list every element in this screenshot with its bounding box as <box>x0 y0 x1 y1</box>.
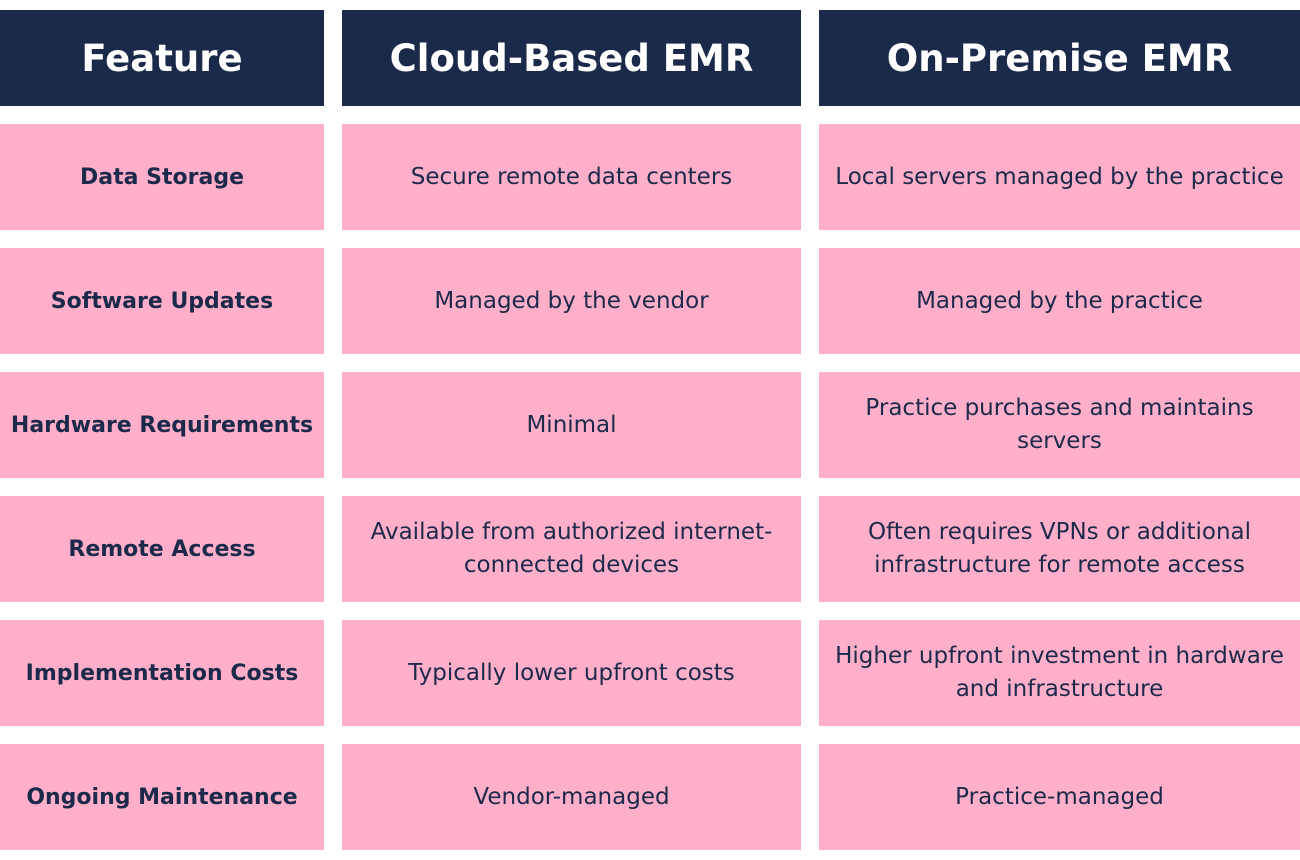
row-feature-data-storage: Data Storage <box>0 124 324 230</box>
row-onprem-software-updates: Managed by the practice <box>819 248 1300 354</box>
row-onprem-remote-access: Often requires VPNs or additional infras… <box>819 496 1300 602</box>
header-cloud-based-emr: Cloud-Based EMR <box>342 10 801 106</box>
row-feature-hardware-requirements: Hardware Requirements <box>0 372 324 478</box>
header-feature: Feature <box>0 10 324 106</box>
row-onprem-data-storage: Local servers managed by the practice <box>819 124 1300 230</box>
comparison-table: Feature Cloud-Based EMR On-Premise EMR D… <box>0 10 1300 850</box>
row-onprem-implementation-costs: Higher upfront investment in hardware an… <box>819 620 1300 726</box>
row-cloud-ongoing-maintenance: Vendor-managed <box>342 744 801 850</box>
row-feature-ongoing-maintenance: Ongoing Maintenance <box>0 744 324 850</box>
row-feature-implementation-costs: Implementation Costs <box>0 620 324 726</box>
row-onprem-hardware-requirements: Practice purchases and maintains servers <box>819 372 1300 478</box>
row-cloud-hardware-requirements: Minimal <box>342 372 801 478</box>
row-onprem-ongoing-maintenance: Practice-managed <box>819 744 1300 850</box>
row-cloud-implementation-costs: Typically lower upfront costs <box>342 620 801 726</box>
row-feature-remote-access: Remote Access <box>0 496 324 602</box>
row-feature-software-updates: Software Updates <box>0 248 324 354</box>
row-cloud-software-updates: Managed by the vendor <box>342 248 801 354</box>
row-cloud-remote-access: Available from authorized internet-conne… <box>342 496 801 602</box>
row-cloud-data-storage: Secure remote data centers <box>342 124 801 230</box>
header-on-premise-emr: On-Premise EMR <box>819 10 1300 106</box>
